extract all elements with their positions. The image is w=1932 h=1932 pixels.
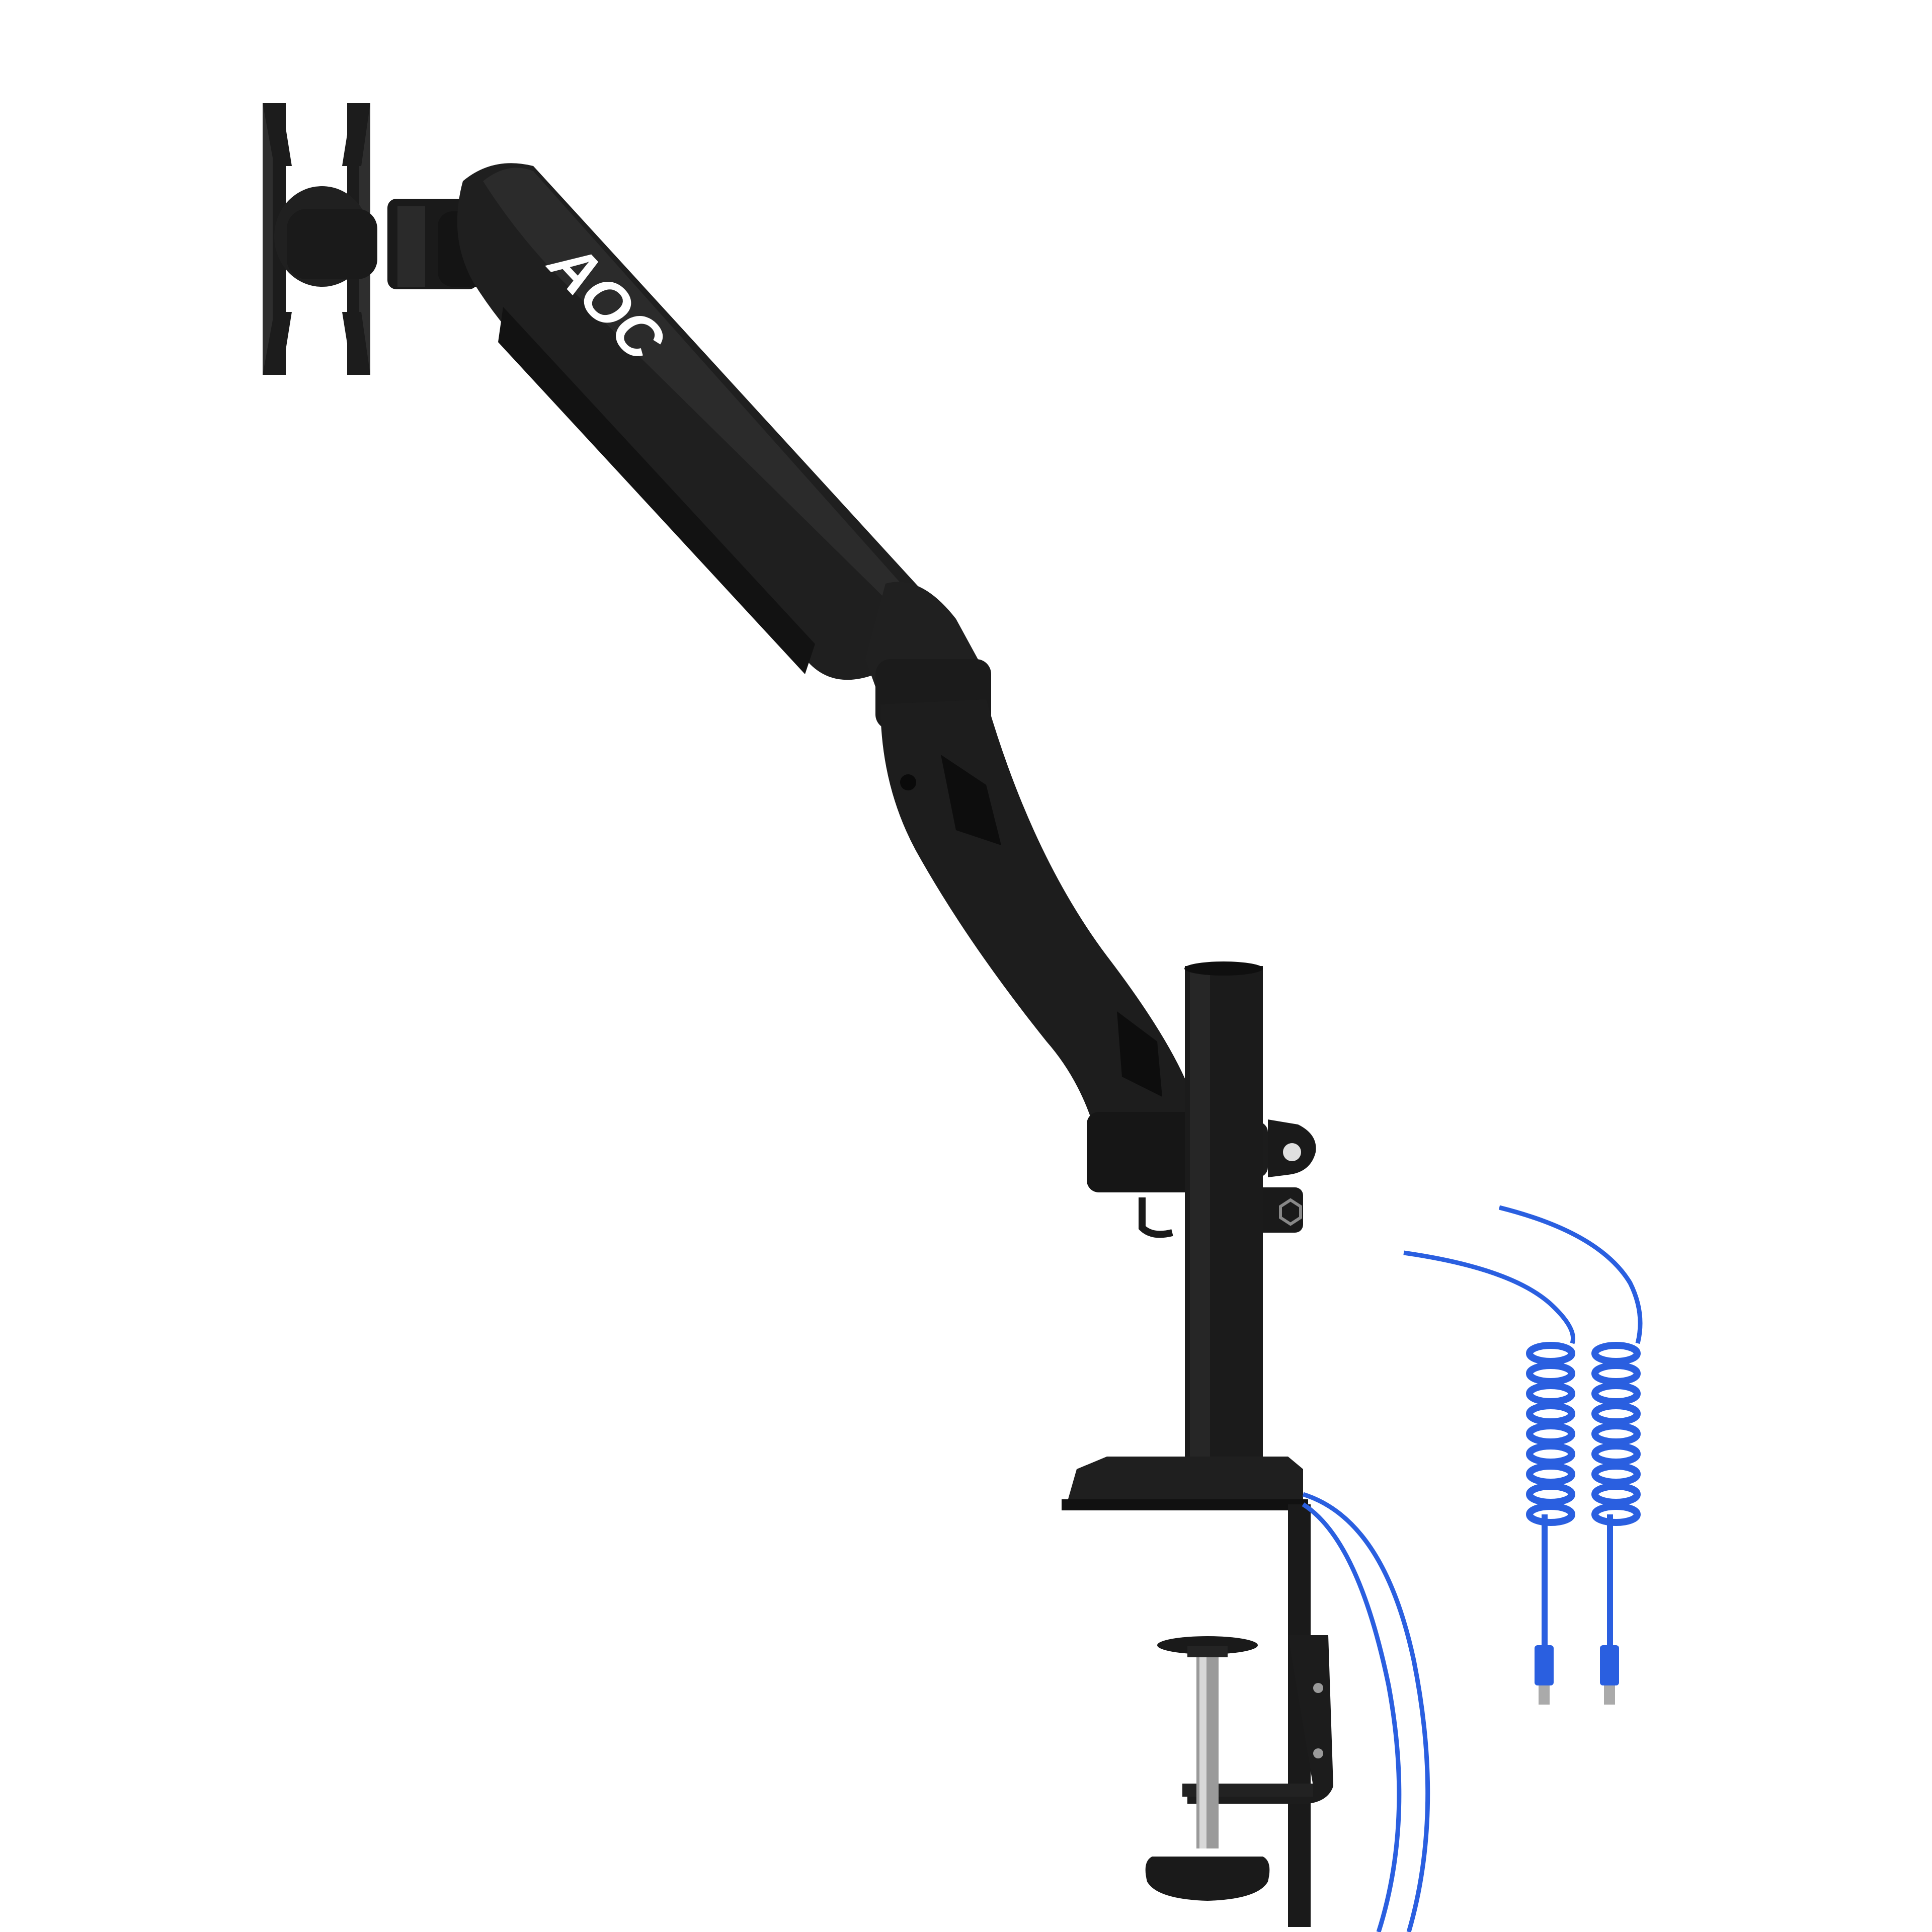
usb-cable-icon — [1302, 1492, 1430, 1932]
usb-cable-icon — [1302, 1502, 1402, 1932]
usb-cable-icon — [1403, 1250, 1575, 1344]
attached-cables — [1302, 1492, 1430, 1932]
usb-plug-housing — [1600, 1645, 1619, 1685]
collar-bolt — [1283, 1143, 1301, 1161]
lower-arm — [880, 699, 1192, 1137]
usb-plug-tip — [1604, 1685, 1615, 1705]
vesa-tilt-joint — [287, 209, 377, 279]
mounting-pole — [1184, 961, 1263, 1459]
clamp-screw-bottom — [1313, 1748, 1323, 1758]
hex-bolt — [1279, 1198, 1302, 1226]
clamp-knob — [1145, 1857, 1270, 1901]
usb-cable-icon — [1498, 1205, 1643, 1344]
clamp-pad — [1157, 1636, 1258, 1654]
usb-plug-tip — [1539, 1685, 1550, 1705]
clamp-rod — [1145, 1636, 1270, 1901]
cable-coil-1 — [1526, 1342, 1575, 1526]
clamp-screw-top — [1313, 1683, 1323, 1693]
cable-coil-2 — [1591, 1342, 1641, 1526]
loose-cable-1 — [1403, 1250, 1575, 1705]
loose-cable-2 — [1498, 1205, 1643, 1705]
vesa-plate-icon — [263, 103, 377, 375]
usb-plug-housing — [1535, 1645, 1554, 1685]
desk-clamp — [1062, 1457, 1333, 1927]
upper-arm: AOC — [457, 163, 927, 680]
